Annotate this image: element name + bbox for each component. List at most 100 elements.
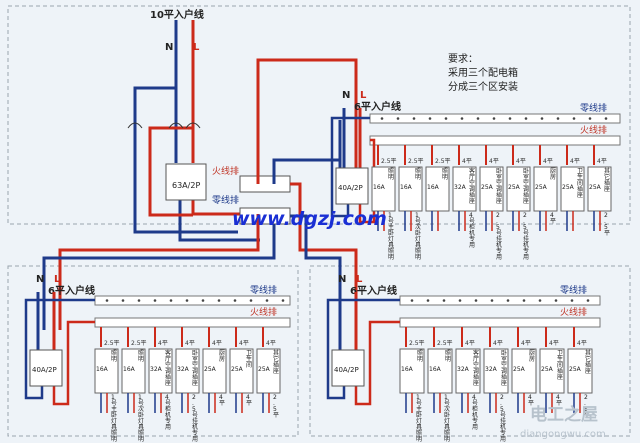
bus-terminal [265,299,269,302]
branch-circuit-name: 厨房 [550,168,556,181]
bus-terminal [249,299,253,302]
bus-terminal [121,299,125,302]
branch-wire-size: 4平 [493,340,503,347]
bus-terminal [217,299,221,302]
branch-breaker [567,348,593,394]
branch-wire-size: 2.5平 [408,158,424,165]
branch-wire-size: 2.5平 [131,340,147,347]
bottom-left-enclosure [7,265,299,437]
live-bus-bar [369,135,621,146]
branch-breaker [455,348,481,394]
branch-breaker [483,348,509,394]
branch-circuit-name: 卫生间插座 [577,168,583,199]
branch-rating: 25A [569,366,582,373]
branch-circuit-name: 卫生间 [246,350,252,369]
site-logo: 电工之屋 diangongwu.com [520,404,606,440]
sub-main-breaker [29,349,63,387]
branch-rating: 16A [96,366,109,373]
branch-wire-size: 4平 [570,158,580,165]
branch-wire-size: 2.5平 [409,340,425,347]
main-breaker [165,163,207,201]
bus-terminal [490,299,494,302]
branch-rating: 32A [150,366,163,373]
sub-main-breaker [335,167,369,205]
neutral-bus-bar [399,295,601,306]
central-live-bus [239,175,291,193]
sub-l-label: L [356,274,363,285]
bus-terminal [540,117,544,120]
bus-terminal [572,117,576,120]
branch-circuit-name: 其它插座 [273,349,279,375]
sub-main-breaker-label: 40A/2P [32,366,57,374]
branch-rating: 32A [454,184,467,191]
branch-circuit-name: 其它插座 [585,349,591,375]
branch-rating: 16A [123,366,136,373]
requirement-line: 要求： [448,53,478,65]
branch-wire-size: 4平 [549,340,559,347]
branch-wire-size: 4平 [543,158,553,165]
requirements-note: 要求： 采用三个配电箱 分成三个区安装 [448,53,518,93]
branch-rating: 16A [401,366,414,373]
bus-terminal [444,117,448,120]
bus-terminal [524,117,528,120]
branch-wire-size: 4平 [465,340,475,347]
sub-live-return [52,320,95,406]
bus-terminal [476,117,480,120]
branch-rating: 16A [429,366,442,373]
branch-wire-size: 4平 [516,158,526,165]
branch-rating: 16A [373,184,386,191]
branch-rating: 32A [457,366,470,373]
branch-breaker [399,348,425,394]
branch-circuit-name: 照明 [442,168,448,181]
sub-main-breaker-label: 40A/2P [338,184,363,192]
wire-crossings [127,122,201,129]
branch-circuit-name: 卧室空调插座 [523,167,529,205]
bus-terminal [396,117,400,120]
sub-n-label: N [338,274,346,285]
branch-wire-size: 4平 [158,340,168,347]
bus-terminal [538,299,542,302]
branch-wire-size: 4平 [489,158,499,165]
branch-circuit-name: 照明 [111,350,117,363]
branch-circuit-name: 照明 [138,350,144,363]
branch-rating: 25A [513,366,526,373]
branch-wire-size: 4平 [462,158,472,165]
bus-terminal [380,117,384,120]
branch-rating: 32A [177,366,190,373]
live-bus-label: 火线排 [580,124,607,136]
bus-terminal [586,299,590,302]
branch-breaker [511,348,537,394]
branch-rating: 25A [508,184,521,191]
bus-terminal [201,299,205,302]
branch-circuit-name: 卧室空调插座 [501,349,507,387]
branch-circuit-name: 卫生间插座 [557,350,563,381]
branch-wire-size: 4平 [185,340,195,347]
top-enclosure [7,5,631,225]
branch-circuit-name: 照明 [417,350,423,363]
bus-terminal [458,299,462,302]
bus-terminal [556,117,560,120]
bus-terminal [412,117,416,120]
bus-terminal [506,299,510,302]
main-n-label: N [165,42,173,53]
branch-rating: 32A [485,366,498,373]
bus-terminal [153,299,157,302]
sub-neutral-return [330,116,370,218]
neutral-bus-label: 零线排 [250,284,277,296]
bus-terminal [588,117,592,120]
branch-wire-size: 4平 [212,340,222,347]
main-feed-label: 10平入户线 [150,8,204,21]
sub-live-return [358,138,376,224]
logo-url: diangongwu.com [520,429,606,440]
main-breaker-label: 63A/2P [172,181,200,190]
